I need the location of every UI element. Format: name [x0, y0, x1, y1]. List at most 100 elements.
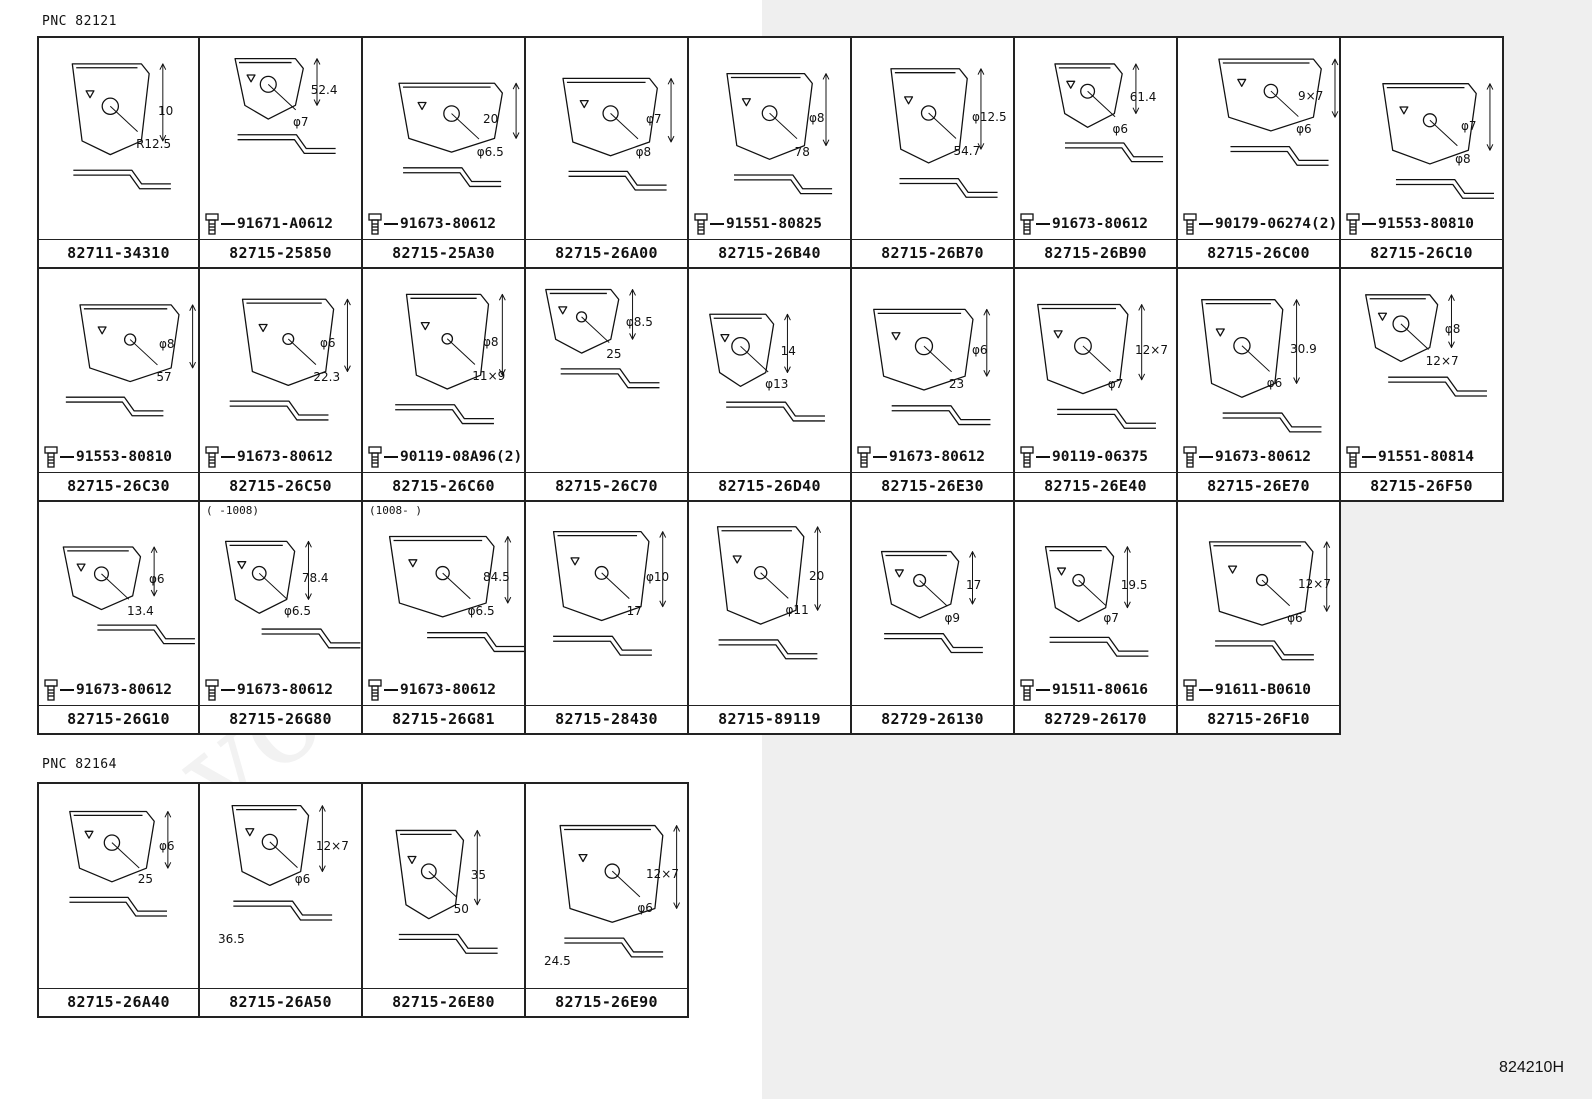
bolt-callout[interactable]: 91673-80612: [43, 677, 172, 703]
part-number[interactable]: 82715-26E40: [1015, 472, 1176, 500]
part-illustration: [689, 38, 850, 239]
part-number[interactable]: 82715-89119: [689, 705, 850, 733]
dimension-label: 17: [626, 603, 642, 618]
part-number[interactable]: 82715-26C50: [200, 472, 361, 500]
date-range-note: ( -1008): [206, 504, 259, 517]
part-number[interactable]: 82715-26G80: [200, 705, 361, 733]
bolt-callout[interactable]: 91671-A0612: [204, 211, 333, 237]
part-number[interactable]: 82715-26A50: [200, 988, 361, 1016]
part-number[interactable]: 82715-26F50: [1341, 472, 1502, 500]
dimension-label: 84.5: [483, 570, 510, 585]
bolt-callout[interactable]: 90179-06274(2): [1182, 211, 1337, 237]
part-number[interactable]: 82715-26C60: [363, 472, 524, 500]
part-number[interactable]: 82715-26B90: [1015, 239, 1176, 267]
bolt-callout[interactable]: 91673-80612: [1019, 211, 1148, 237]
bolt-icon: [1019, 446, 1035, 468]
part-number[interactable]: 82729-26170: [1015, 705, 1176, 733]
bolt-callout[interactable]: 91553-80810: [1345, 211, 1474, 237]
dimension-label: φ7: [646, 111, 662, 126]
bolt-callout[interactable]: 91673-80612: [367, 677, 496, 703]
part-number[interactable]: 82715-26G10: [39, 705, 198, 733]
bolt-callout[interactable]: 91551-80825: [693, 211, 822, 237]
part-number[interactable]: 82715-26C70: [526, 472, 687, 500]
part-number[interactable]: 82715-26B40: [689, 239, 850, 267]
part-number[interactable]: 82715-26A40: [39, 988, 198, 1016]
dimension-label: 13.4: [127, 604, 154, 619]
bolt-callout[interactable]: 91611-B0610: [1182, 677, 1311, 703]
part-number[interactable]: 82715-26E80: [363, 988, 524, 1016]
part-number[interactable]: 82715-28430: [526, 705, 687, 733]
dimension-label: 20: [809, 569, 825, 584]
pnc-label: PNC 82164: [42, 757, 117, 772]
dimension-label: φ7: [1107, 376, 1124, 391]
part-number[interactable]: 82715-26F10: [1178, 705, 1339, 733]
part-illustration: [1178, 502, 1339, 705]
part-illustration: [39, 502, 198, 705]
part-number[interactable]: 82715-26E90: [526, 988, 687, 1016]
dimension-label: φ6: [1287, 610, 1303, 625]
part-number[interactable]: 82715-25A30: [363, 239, 524, 267]
bolt-icon: [693, 213, 709, 235]
dimension-label: 11×9: [472, 369, 506, 384]
part-number[interactable]: 82715-26G81: [363, 705, 524, 733]
part-number[interactable]: 82715-26A00: [526, 239, 687, 267]
bolt-callout[interactable]: 91553-80810: [43, 444, 172, 470]
bolt-callout[interactable]: 91673-80612: [367, 211, 496, 237]
part-number[interactable]: 82715-26B70: [852, 239, 1013, 267]
bolt-callout[interactable]: 90119-08A96(2): [367, 444, 522, 470]
part-number[interactable]: 82715-26E70: [1178, 472, 1339, 500]
part-number[interactable]: 82715-26C10: [1341, 239, 1502, 267]
part-number[interactable]: 82715-26C30: [39, 472, 198, 500]
bolt-callout[interactable]: 91673-80612: [856, 444, 985, 470]
part-number[interactable]: 82711-34310: [39, 239, 198, 267]
part-number[interactable]: 82715-25850: [200, 239, 361, 267]
part-number[interactable]: 82715-26D40: [689, 472, 850, 500]
bolt-callout[interactable]: 91673-80612: [1182, 444, 1311, 470]
bolt-callout[interactable]: 91673-80612: [204, 444, 333, 470]
dimension-label: φ8: [1444, 321, 1461, 336]
bolt-callout[interactable]: 91551-80814: [1345, 444, 1474, 470]
bolt-callout[interactable]: 91511-80616: [1019, 677, 1148, 703]
part-number[interactable]: 82729-26130: [852, 705, 1013, 733]
bolt-callout[interactable]: 91673-80612: [204, 677, 333, 703]
dimension-label: φ6: [1266, 376, 1283, 391]
dimension-label: 14: [780, 344, 796, 359]
part-number[interactable]: 82715-26C00: [1178, 239, 1339, 267]
bolt-callout[interactable]: 90119-06375: [1019, 444, 1148, 470]
part-number[interactable]: 82715-26E30: [852, 472, 1013, 500]
bolt-icon: [1182, 446, 1198, 468]
bolt-part-number: 91673-80612: [76, 682, 173, 698]
leader-line: [1199, 223, 1213, 225]
